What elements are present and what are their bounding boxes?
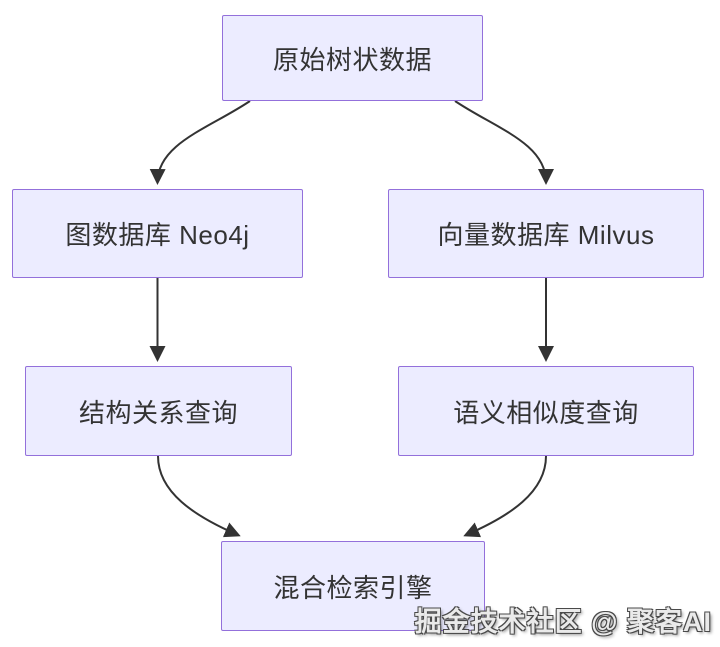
node-struct-query: 结构关系查询 <box>25 366 292 456</box>
node-graph-db-neo4j-label: 图数据库 Neo4j <box>65 220 250 250</box>
node-graph-db-neo4j: 图数据库 Neo4j <box>12 189 303 278</box>
node-semantic-query: 语义相似度查询 <box>398 366 694 456</box>
node-vector-db-milvus: 向量数据库 Milvus <box>388 189 704 278</box>
node-root-tree-data-label: 原始树状数据 <box>272 44 432 75</box>
node-semantic-query-label: 语义相似度查询 <box>453 397 639 428</box>
edge-root-to-graph-db <box>149 100 251 185</box>
node-root-tree-data: 原始树状数据 <box>222 15 483 101</box>
edge-root-to-vector-db <box>454 100 554 185</box>
watermark: 掘金技术社区 @ 聚客AI <box>414 607 712 637</box>
edge-struct-query-to-hybrid-engine <box>157 455 241 538</box>
node-hybrid-engine-label: 混合检索引擎 <box>273 572 433 603</box>
node-hybrid-engine: 混合检索引擎 <box>221 541 485 631</box>
node-struct-query-label: 结构关系查询 <box>78 397 238 428</box>
node-vector-db-milvus-label: 向量数据库 Milvus <box>437 220 655 250</box>
edge-semantic-query-to-hybrid-engine <box>463 455 547 538</box>
